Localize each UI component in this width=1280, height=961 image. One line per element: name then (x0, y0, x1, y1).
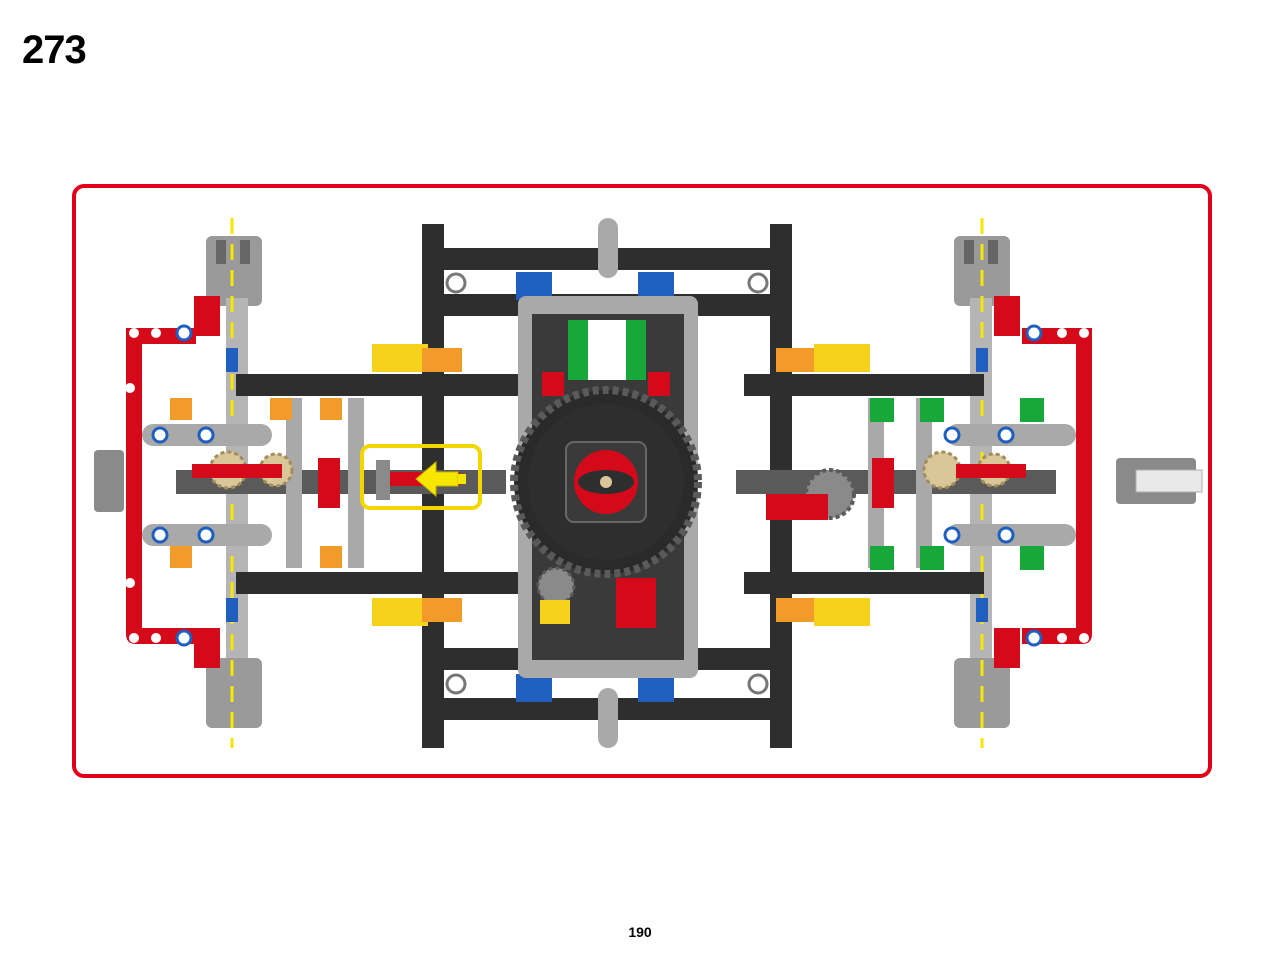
left-red-frame (125, 328, 196, 644)
left-hub (94, 450, 124, 512)
page-number: 190 (628, 924, 652, 940)
right-red-frame (1022, 328, 1092, 644)
colored-pins (170, 272, 1044, 702)
gray-liftarms (142, 398, 1076, 568)
connector-holes (151, 272, 1043, 695)
right-red-connector (872, 458, 894, 508)
left-red-connector (318, 458, 340, 508)
part-callout (360, 444, 482, 510)
right-axle (1135, 469, 1203, 493)
step-number: 273 (22, 28, 87, 72)
large-turntable-gear (510, 386, 702, 578)
step-panel (72, 184, 1212, 778)
build-illustration (94, 218, 1203, 748)
small-gears (192, 450, 1026, 628)
